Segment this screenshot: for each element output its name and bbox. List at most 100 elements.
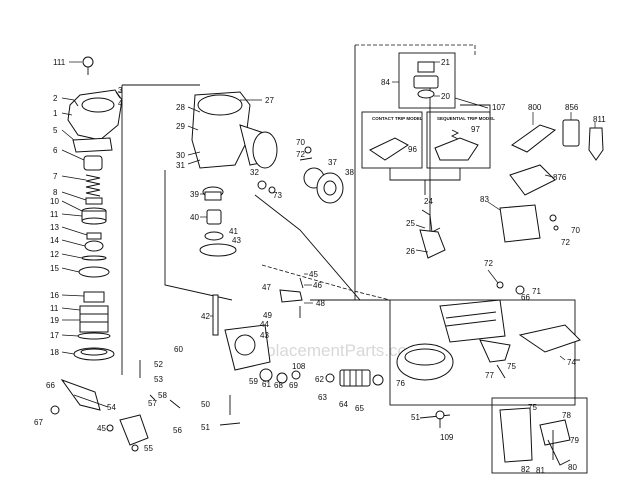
part-label: 75: [528, 403, 537, 412]
trip-lever: [419, 229, 446, 259]
part-label: 11: [50, 304, 59, 313]
o-ring: [199, 243, 237, 257]
cap: [67, 89, 123, 141]
part-label: 40: [190, 213, 199, 222]
part-label: 59: [249, 377, 258, 386]
magazine-bracket: [487, 201, 559, 243]
contact-trip-part: [368, 137, 409, 161]
part-label: 111: [53, 58, 66, 67]
part-label: 800: [528, 103, 542, 112]
part-label: 26: [406, 247, 415, 256]
part-label: 81: [536, 466, 545, 475]
gasket: [72, 137, 113, 153]
part-label: 2: [53, 94, 58, 103]
valve-piston: [83, 155, 103, 171]
part-label: 21: [441, 58, 450, 67]
part-label: 31: [176, 161, 185, 170]
part-label: 62: [315, 375, 324, 384]
part-label: 6: [53, 146, 58, 155]
part-label: 46: [313, 281, 322, 290]
air-inlet: [252, 131, 278, 169]
oil-bottle: [562, 119, 580, 147]
part-label: 66: [46, 381, 55, 390]
part-label: 14: [50, 236, 59, 245]
part-label: 63: [318, 393, 327, 402]
nose-assembly: [210, 273, 384, 426]
part-label: 13: [50, 223, 59, 232]
tool-kit: [509, 164, 556, 196]
part-label: 43: [232, 236, 241, 245]
feeder-plate: [439, 299, 506, 343]
driver-spring: [339, 369, 371, 387]
trigger-body: [60, 378, 101, 411]
part-label: 44: [260, 320, 269, 329]
part-label: 25: [406, 219, 415, 228]
watermark: eReplacementParts.com: [235, 341, 421, 360]
part-label: 70: [571, 226, 580, 235]
part-label: 48: [316, 299, 325, 308]
part-label: 52: [154, 360, 163, 369]
part-label: 69: [289, 381, 298, 390]
part-label: 83: [480, 195, 489, 204]
part-label: 37: [328, 158, 337, 167]
part-label: 5: [53, 126, 58, 135]
valve-stack: [61, 84, 200, 375]
accessories: [509, 112, 604, 196]
part-label: 51: [201, 423, 210, 432]
part-label: 60: [174, 345, 183, 354]
part-label: 109: [440, 433, 454, 442]
sequential-trip-title: SEQUENTIAL TRIP MODEL: [437, 116, 495, 121]
part-label: 56: [173, 426, 182, 435]
part-label: 54: [107, 403, 116, 412]
contact-trip-title: CONTACT TRIP MODEL: [372, 116, 423, 121]
part-label: 73: [273, 191, 282, 200]
valve-spring: [85, 174, 101, 197]
part-label: 61: [262, 380, 271, 389]
part-label: 856: [565, 103, 579, 112]
feeder-detail-frame: [491, 397, 588, 474]
part-label: 1: [53, 109, 58, 118]
part-label: 811: [593, 115, 606, 124]
part-label: 71: [532, 287, 541, 296]
part-label: 876: [553, 173, 567, 182]
sequential-trip-part: [434, 137, 479, 161]
part-label: 20: [441, 92, 450, 101]
part-label: 107: [492, 103, 506, 112]
part-label: 39: [190, 190, 199, 199]
part-label: 24: [424, 197, 433, 206]
part-label: 77: [485, 371, 494, 380]
part-label: 68: [274, 381, 283, 390]
part-label: 75: [507, 362, 516, 371]
part-label: 72: [561, 238, 570, 247]
sequential-trip-box: [426, 111, 491, 169]
part-label: 64: [339, 400, 348, 409]
part-label: 74: [567, 358, 576, 367]
feeder-detail-box: [491, 397, 588, 474]
part-label: 29: [176, 122, 185, 131]
part-label: 32: [250, 168, 259, 177]
part-label: 45: [309, 270, 318, 279]
part-label: 53: [154, 375, 163, 384]
part-label: 47: [262, 283, 271, 292]
part-label: 76: [396, 379, 405, 388]
part-label: 28: [176, 103, 185, 112]
wrench: [588, 127, 604, 161]
part-label: 10: [50, 197, 59, 206]
part-label: 84: [381, 78, 390, 87]
part-label: 16: [50, 291, 59, 300]
part-label: 49: [263, 311, 272, 320]
part-label: 38: [345, 168, 354, 177]
cylinder-cap-assembly: [61, 56, 123, 153]
part-label: 3: [118, 86, 123, 95]
part-labels: 111 3 2 4 1 5 6 7 8 10 11 13 14 12 15 16…: [34, 58, 606, 475]
part-label: 18: [50, 348, 59, 357]
part-label: 97: [471, 125, 480, 134]
trigger-assembly: [50, 360, 181, 452]
part-label: 27: [265, 96, 274, 105]
part-label: 43: [260, 331, 269, 340]
feed-pawl: [518, 324, 581, 353]
magazine-frame: [389, 299, 576, 406]
part-label: 78: [562, 411, 571, 420]
part-label: 45: [97, 424, 106, 433]
